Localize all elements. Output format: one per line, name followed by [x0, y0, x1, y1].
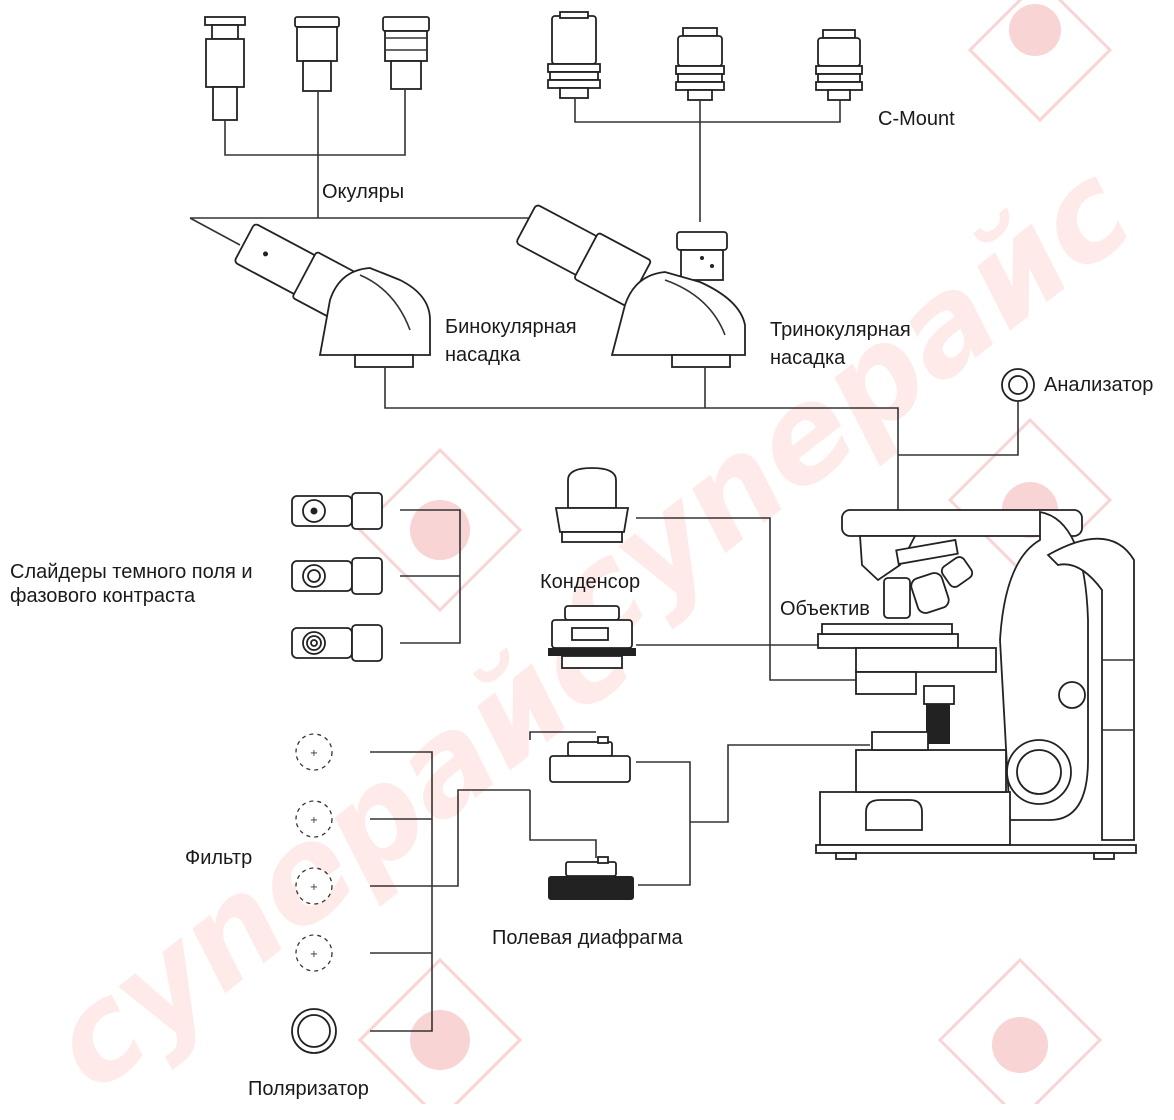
binocular-connector: [385, 367, 705, 408]
eyepieces-branch: [190, 218, 545, 245]
filters-connector: [370, 752, 432, 1031]
svg-text:+: +: [310, 949, 318, 960]
label-filter: Фильтр: [185, 846, 252, 870]
label-binocular-2: насадка: [445, 343, 520, 367]
label-binocular-1: Бинокулярная: [445, 315, 577, 339]
watermark-logo-top: [970, 0, 1110, 120]
label-c-mount: C-Mount: [878, 107, 955, 131]
eyepiece-3: [383, 17, 429, 89]
label-field-diaphragm: Полевая диафрагма: [492, 926, 683, 950]
svg-text:+: +: [310, 748, 318, 759]
c-mount-1: [548, 12, 600, 98]
heads-to-stand: [705, 408, 898, 512]
label-analyzer: Анализатор: [1044, 373, 1153, 397]
c-mount-connector: [575, 98, 840, 122]
filter-3: +: [296, 868, 332, 904]
label-objective: Объектив: [780, 597, 870, 621]
label-sliders-1: Слайдеры темного поля и: [10, 560, 253, 584]
slider-1: [292, 493, 382, 529]
filter-1: +: [296, 734, 332, 770]
condenser-2: [548, 606, 636, 668]
filters-to-diaphragm: [432, 790, 530, 886]
field-diaphragm-2: [548, 857, 634, 900]
c-mount-3: [816, 30, 862, 100]
field-diaphragm-1: [550, 737, 630, 782]
watermark-logo-mid-left: [360, 450, 520, 610]
analyzer-connector: [898, 401, 1018, 455]
eyepieces-connector: [225, 90, 405, 155]
filter-2: +: [296, 801, 332, 837]
eyepiece-2: [295, 17, 339, 91]
watermark-logo-bottom-right: [940, 960, 1100, 1104]
binocular-head: [232, 220, 430, 367]
watermark-logo-bottom-left: [360, 960, 520, 1104]
svg-text:+: +: [310, 815, 318, 826]
filter-4: +: [296, 935, 332, 971]
condenser-1: [556, 468, 628, 542]
polarizer-part: [292, 1009, 336, 1053]
analyzer-part: [1002, 369, 1034, 401]
label-eyepieces: Окуляры: [322, 180, 404, 204]
slider-3: [292, 625, 382, 661]
c-mount-2: [676, 28, 724, 100]
trinocular-head: [514, 201, 745, 367]
label-polarizer: Поляризатор: [248, 1077, 369, 1101]
slider-2: [292, 558, 382, 594]
label-trinocular-2: насадка: [770, 346, 845, 370]
label-sliders-2: фазового контраста: [10, 584, 195, 608]
eyepiece-1: [205, 17, 245, 120]
label-trinocular-1: Тринокулярная: [770, 318, 911, 342]
microscope-stand: [816, 510, 1136, 859]
svg-text:+: +: [310, 882, 318, 893]
label-condenser: Конденсор: [540, 570, 640, 594]
diaphragm-connector-right: [636, 762, 690, 885]
